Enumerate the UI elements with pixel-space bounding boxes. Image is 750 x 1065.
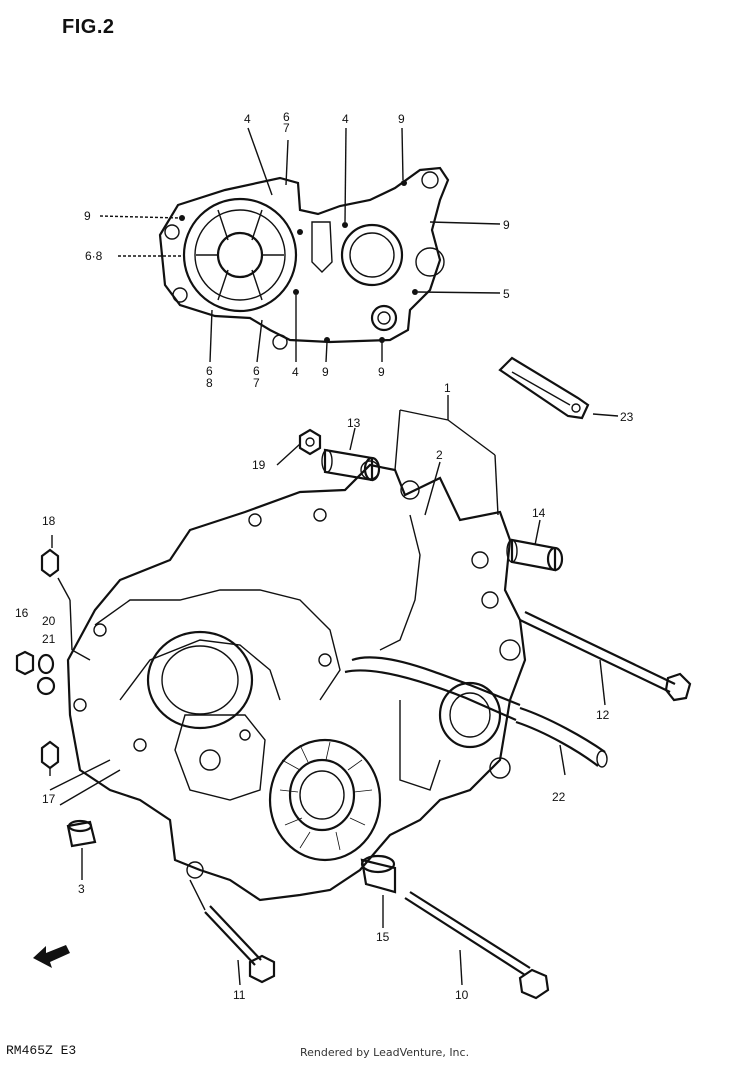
callout-18: 18 — [42, 514, 56, 528]
model-code: RM465Z E3 — [6, 1043, 77, 1058]
callout-5: 5 — [503, 287, 510, 301]
callout-9: 9 — [322, 365, 329, 379]
callout-11: 11 — [233, 988, 246, 1002]
bracket-part-23 — [498, 356, 619, 420]
callout-13: 13 — [347, 416, 361, 430]
callout-20: 20 — [42, 614, 56, 628]
callout-19: 19 — [252, 458, 266, 472]
callout-10: 10 — [455, 988, 469, 1002]
callout-14: 14 — [532, 506, 546, 520]
leader-lines-gasket — [99, 127, 501, 363]
crankcase-assembly — [66, 460, 608, 902]
render-credit: Rendered by LeadVenture, Inc. — [300, 1046, 470, 1059]
crankcase-gasket — [158, 166, 450, 350]
front-arrow-icon — [33, 945, 70, 968]
callout-22: 22 — [552, 790, 566, 804]
callout-6-7: 6 7 — [283, 110, 290, 135]
callout-6-8: 6·8 — [85, 249, 103, 263]
callout-2: 2 — [436, 448, 443, 462]
callout-6-7: 6 7 — [253, 364, 260, 390]
callout-9: 9 — [398, 112, 405, 126]
callout-9: 9 — [378, 365, 385, 379]
leader-lines-lower — [49, 395, 606, 986]
callout-9: 9 — [84, 209, 91, 223]
callout-16: 16 — [15, 606, 29, 620]
callout-1: 1 — [444, 381, 451, 395]
callout-4: 4 — [342, 112, 349, 126]
callout-15: 15 — [376, 930, 390, 944]
figure-title: FIG.2 — [62, 16, 115, 38]
callout-12: 12 — [596, 708, 610, 722]
callout-17: 17 — [42, 792, 56, 806]
callout-4: 4 — [244, 112, 251, 126]
callout-4: 4 — [292, 365, 299, 379]
callout-23: 23 — [620, 410, 634, 424]
callout-3: 3 — [78, 882, 85, 896]
callout-9: 9 — [503, 218, 510, 232]
callout-21: 21 — [42, 632, 56, 646]
fasteners — [15, 428, 692, 1000]
callout-6-8: 6 8 — [206, 364, 213, 390]
